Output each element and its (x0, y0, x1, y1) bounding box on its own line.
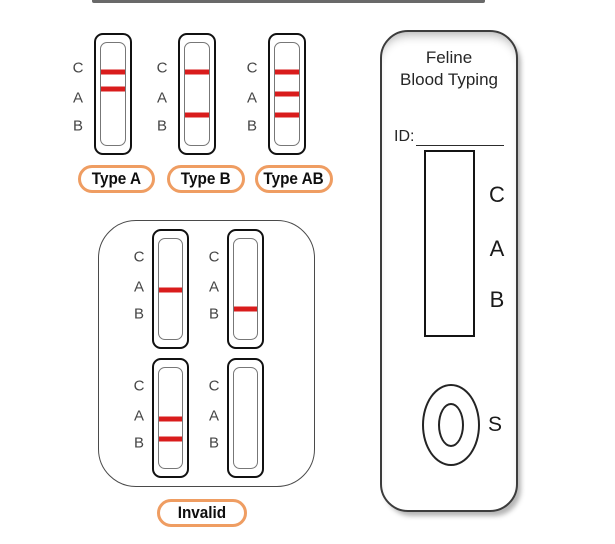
marker-a: A (208, 407, 219, 425)
cropped-top-edge-bar (92, 0, 485, 3)
result-band (275, 69, 299, 75)
marker-b: B (133, 434, 144, 452)
strip-result-window (100, 42, 126, 146)
label-type-b-text: Type B (181, 169, 231, 188)
marker-b: B (156, 117, 167, 135)
strip-result-window (233, 367, 258, 469)
device-title: Feline Blood Typing (382, 47, 516, 91)
marker-a: A (246, 89, 257, 107)
id-field: ID: (394, 128, 504, 146)
strip-cassette (152, 229, 189, 349)
marker-b: B (246, 117, 257, 135)
label-invalid-text: Invalid (177, 503, 227, 522)
result-band (185, 69, 209, 75)
strip-cassette (152, 358, 189, 478)
strip-result-window (233, 238, 258, 340)
label-type-a-text: Type A (91, 169, 142, 188)
marker-c: C (489, 181, 505, 207)
marker-c: C (72, 59, 84, 77)
sample-well-label: S (488, 413, 503, 436)
id-label: ID: (394, 128, 415, 145)
result-band (101, 69, 125, 75)
marker-c: C (208, 377, 220, 395)
id-blank-line (416, 131, 504, 146)
strip-result-window (184, 42, 210, 146)
marker-c: C (156, 59, 168, 77)
result-band (159, 287, 182, 293)
result-band (234, 306, 257, 312)
strip-cassette (227, 358, 264, 478)
marker-b: B (489, 286, 505, 312)
marker-c: C (133, 377, 145, 395)
marker-b: B (208, 305, 219, 323)
label-type-ab: Type AB (255, 165, 333, 193)
marker-a: A (133, 407, 144, 425)
marker-a: A (72, 89, 83, 107)
strip-cassette (94, 33, 132, 155)
device-title-line1: Feline (425, 48, 473, 67)
strip-cassette (268, 33, 306, 155)
result-band (185, 112, 209, 118)
result-band (275, 91, 299, 97)
device-result-window (424, 150, 475, 337)
marker-b: B (133, 305, 144, 323)
label-invalid: Invalid (157, 499, 247, 527)
marker-c: C (208, 248, 220, 266)
strip-result-window (158, 238, 183, 340)
device-title-line2: Blood Typing (400, 70, 498, 89)
sample-well (422, 384, 480, 466)
marker-b: B (72, 117, 83, 135)
marker-c: C (246, 59, 258, 77)
strip-result-window (158, 367, 183, 469)
marker-a: A (208, 278, 219, 296)
result-band (101, 86, 125, 92)
marker-b: B (208, 434, 219, 452)
label-type-ab-text: Type AB (263, 169, 325, 188)
sample-well-inner (438, 403, 464, 447)
label-type-a: Type A (78, 165, 155, 193)
strip-cassette (227, 229, 264, 349)
marker-a: A (489, 236, 505, 262)
strip-result-window (274, 42, 300, 146)
result-band (275, 112, 299, 118)
label-type-b: Type B (167, 165, 245, 193)
marker-c: C (133, 248, 145, 266)
strip-cassette (178, 33, 216, 155)
marker-a: A (133, 278, 144, 296)
result-band (159, 436, 182, 442)
result-band (159, 416, 182, 422)
marker-a: A (156, 89, 167, 107)
